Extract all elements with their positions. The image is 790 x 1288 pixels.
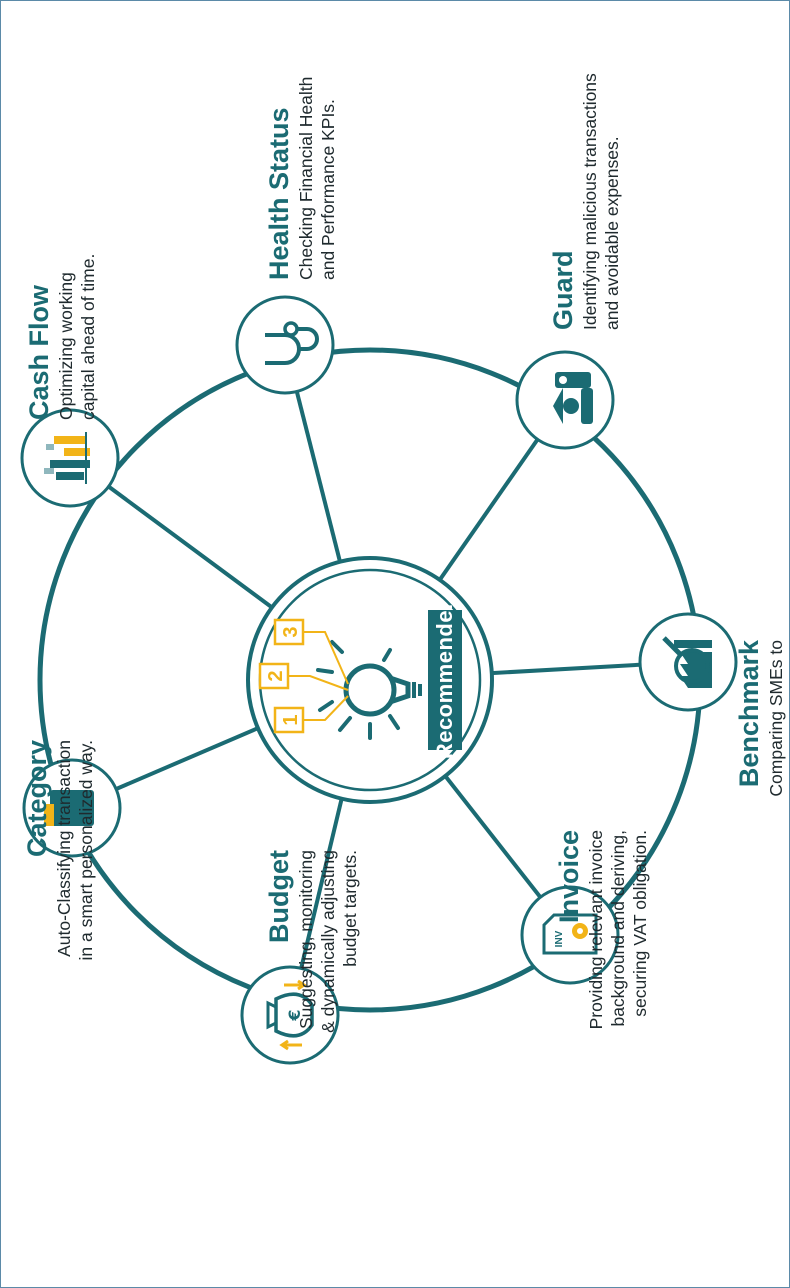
- bag: [274, 992, 314, 1038]
- callout-number-3: 3: [280, 626, 302, 637]
- steth-hose: [297, 327, 319, 351]
- title-cash-flow: Cash Flow: [24, 284, 54, 420]
- guard-head: [563, 398, 579, 414]
- desc-benchmark-1: likewise businesses: [788, 640, 790, 794]
- bulb-ray-3: [316, 668, 334, 674]
- desc-budget-1: & dynamically adjusting: [318, 850, 338, 1033]
- desc-cash-flow-0: Optimizing working: [56, 272, 76, 420]
- callout-number-1: 1: [280, 714, 302, 725]
- bulb-ray-5: [382, 648, 392, 662]
- callout-number-2: 2: [265, 670, 287, 681]
- callout-line-2: [288, 675, 349, 691]
- hub-label-box: [428, 610, 462, 750]
- callout-box-1: [273, 706, 305, 734]
- bulb-ray-1: [338, 716, 352, 732]
- money-bag-icon: €: [266, 979, 314, 1051]
- node-budget: €: [240, 965, 340, 1065]
- bar-2: [64, 448, 90, 456]
- module-nodes: INV €: [20, 295, 738, 1065]
- desc-guard-0: Identifying malicious transactions: [580, 73, 600, 330]
- callout-box-2: [258, 662, 290, 690]
- desc-budget-2: budget targets.: [340, 850, 360, 967]
- node-category: [22, 758, 122, 858]
- gear-hole: [577, 928, 583, 934]
- title-benchmark: Benchmark: [734, 639, 764, 787]
- node-circle-budget: [240, 965, 340, 1065]
- node-invoice: INV: [520, 885, 620, 985]
- hub-label: Recommender: [432, 601, 457, 759]
- steth-chest: [283, 321, 299, 337]
- node-benchmark: [638, 612, 738, 712]
- bar-5: [46, 444, 54, 450]
- magnifier-handle: [662, 636, 682, 656]
- bulb-ray-2: [318, 700, 334, 712]
- invoice-gear-icon: INV: [542, 913, 598, 955]
- guard-cap: [553, 388, 563, 424]
- title-category: Category: [22, 740, 52, 857]
- desc-category-1: in a smart personalized way.: [76, 740, 96, 960]
- bar-1: [50, 460, 90, 468]
- bulb-neck: [389, 675, 411, 705]
- folder-icon: [44, 790, 94, 826]
- guard-body: [581, 388, 593, 424]
- callout-line-1: [303, 695, 349, 721]
- desc-invoice-1: background and deriving,: [608, 830, 628, 1027]
- callout-line-3: [303, 631, 349, 685]
- arrow-up: [279, 1039, 302, 1051]
- node-health-status: [235, 295, 335, 395]
- desc-benchmark-0: Comparing SMEs to: [766, 640, 786, 797]
- desc-invoice-2: securing VAT obligation.: [630, 830, 650, 1017]
- title-budget: Budget: [264, 850, 294, 943]
- factory-magnifier-icon: [662, 636, 712, 688]
- node-circle-guard: [515, 350, 615, 450]
- desc-cash-flow-1: capital ahead of time.: [78, 254, 98, 420]
- arrow-down: [284, 979, 307, 991]
- node-guard: [515, 350, 615, 450]
- stethoscope-icon: [265, 321, 319, 365]
- euro-sign: €: [285, 1009, 304, 1021]
- title-invoice: Invoice: [554, 830, 584, 923]
- invoice-tag: INV: [554, 930, 565, 947]
- node-circle-cash-flow: [20, 408, 120, 508]
- bar-0: [56, 472, 84, 480]
- bulb-ray-4: [330, 640, 344, 654]
- magnifier-lens: [674, 648, 710, 684]
- desc-budget-0: Suggesting, monitoring: [296, 850, 316, 1029]
- hub-content: Recommender 1 2 3: [258, 601, 462, 759]
- callout-box-3: [273, 618, 305, 646]
- title-health-status: Health Status: [264, 107, 294, 280]
- node-circle-health-status: [235, 295, 335, 395]
- guard-badge: [559, 376, 567, 384]
- factory-chimney: [674, 640, 712, 648]
- desc-health-status-0: Checking Financial Health: [296, 77, 316, 280]
- folder-tab: [44, 804, 54, 826]
- bar-4: [44, 468, 54, 474]
- bulb-ray-6: [388, 714, 400, 730]
- bag-neck: [266, 1000, 277, 1030]
- folder-body: [50, 790, 94, 826]
- desc-category-0: Auto-Classifying transaction: [54, 740, 74, 957]
- node-cash-flow: [20, 408, 120, 508]
- security-guard-icon: [553, 372, 593, 424]
- bar-3: [54, 436, 86, 444]
- bar-chart-icon: [44, 432, 90, 484]
- desc-guard-1: and avoidable expenses.: [602, 136, 622, 330]
- desc-invoice-0: Providing relevant invoice: [586, 830, 606, 1029]
- desc-health-status-1: and Performance KPIs.: [318, 99, 338, 280]
- title-guard: Guard: [548, 250, 578, 330]
- guard-side: [555, 372, 591, 388]
- recommender-hub: Recommender 1 2 3: [246, 556, 494, 804]
